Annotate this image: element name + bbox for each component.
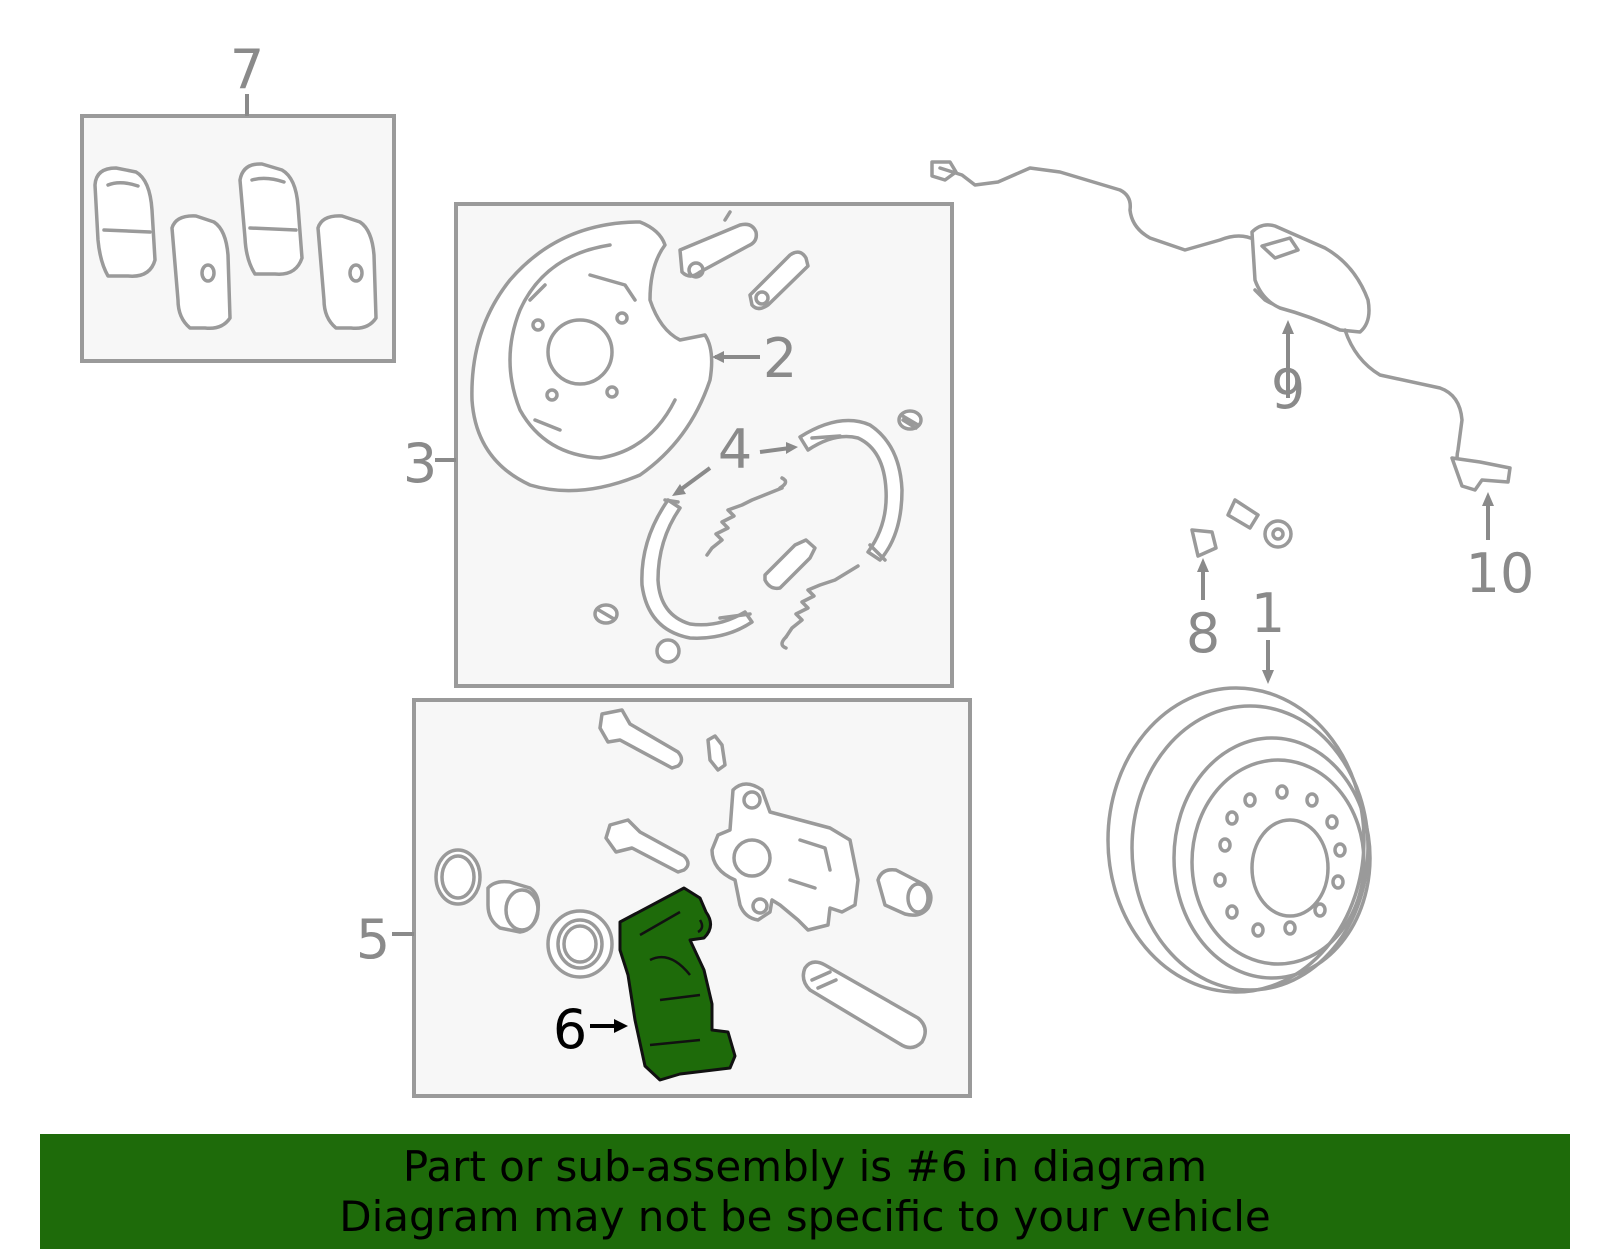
brake-pad-set-group[interactable]: 7 — [80, 38, 396, 363]
hold-down-pin — [763, 538, 817, 591]
brake-parts-diagram: 7 3 — [80, 38, 1535, 1098]
return-spring-2 — [780, 564, 860, 650]
callout-8: 8 — [1186, 602, 1220, 665]
arrow-4a — [786, 442, 798, 454]
guide-pin-3 — [801, 960, 927, 1050]
hold-down-spring-2 — [593, 603, 619, 625]
banjo-fitting — [1263, 519, 1293, 549]
arrow-4b — [672, 484, 686, 496]
arrow-2 — [712, 351, 724, 363]
banner-line-part: Part or sub-assembly is #6 in diagram — [402, 1141, 1208, 1191]
caliper-body — [710, 782, 860, 932]
bracket-shape — [618, 886, 737, 1082]
caliper-assembly-group[interactable]: 5 — [356, 698, 972, 1098]
callout-2: 2 — [763, 327, 797, 390]
bracket-detail-lines — [639, 910, 704, 1047]
arrow-8 — [1197, 558, 1209, 572]
lug-holes — [1213, 784, 1347, 938]
hose-fitting-lower — [1190, 528, 1218, 558]
harness-connector — [930, 160, 958, 182]
callout-1: 1 — [1251, 582, 1285, 645]
hose-fitting-upper — [1226, 498, 1260, 530]
leader-line-4b — [678, 466, 712, 492]
caliper-bracket-highlighted[interactable] — [618, 886, 737, 1082]
backing-plate — [470, 220, 714, 493]
pin-boot — [876, 867, 933, 917]
guide-pin-2 — [604, 818, 690, 874]
arrow-6 — [614, 1019, 628, 1033]
brake-shoe-left — [640, 498, 754, 640]
brake-rotor[interactable]: 1 — [1106, 582, 1372, 994]
brake-pad-1 — [93, 166, 157, 278]
hold-down-spring-1 — [897, 409, 923, 431]
part-info-banner: Part or sub-assembly is #6 in diagram Di… — [40, 1134, 1570, 1249]
abs-harness-lower — [1343, 328, 1464, 472]
callout-10: 10 — [1466, 542, 1535, 605]
return-spring-1 — [705, 476, 788, 557]
arrow-10 — [1482, 492, 1494, 506]
parking-brake-group[interactable]: 3 2 — [403, 202, 954, 688]
brake-pad-2 — [170, 214, 232, 331]
arrow-1 — [1262, 670, 1274, 684]
callout-5: 5 — [356, 908, 390, 971]
brake-hose[interactable]: 8 — [1136, 458, 1293, 665]
brake-pad-3 — [238, 162, 304, 276]
callout-7: 7 — [230, 38, 264, 101]
adjuster-assembly-1 — [678, 210, 759, 279]
callout-4: 4 — [718, 418, 752, 481]
piston — [486, 879, 541, 934]
arrow-9 — [1282, 320, 1294, 334]
callout-3: 3 — [403, 432, 437, 495]
sensor-bracket — [1250, 223, 1371, 334]
brake-pad-4 — [316, 214, 378, 331]
banner-line-disclaimer: Diagram may not be specific to your vehi… — [339, 1191, 1271, 1241]
callout-6: 6 — [553, 998, 587, 1061]
piston-seal — [434, 848, 482, 906]
dust-boot — [546, 909, 614, 979]
callout-9: 9 — [1271, 358, 1305, 421]
guide-pin-1 — [598, 708, 684, 770]
adjuster-assembly-2 — [748, 250, 810, 311]
bleeder-screw — [706, 734, 727, 772]
abs-sensor-head — [1450, 456, 1512, 492]
leader-line-4a — [759, 446, 791, 454]
hose-inner — [1136, 458, 1242, 543]
abs-wheel-speed-sensor[interactable]: 9 10 — [930, 160, 1535, 605]
bracket-tab — [1260, 236, 1300, 260]
hold-down-cup — [655, 638, 681, 664]
brake-shoe-right — [798, 418, 904, 562]
